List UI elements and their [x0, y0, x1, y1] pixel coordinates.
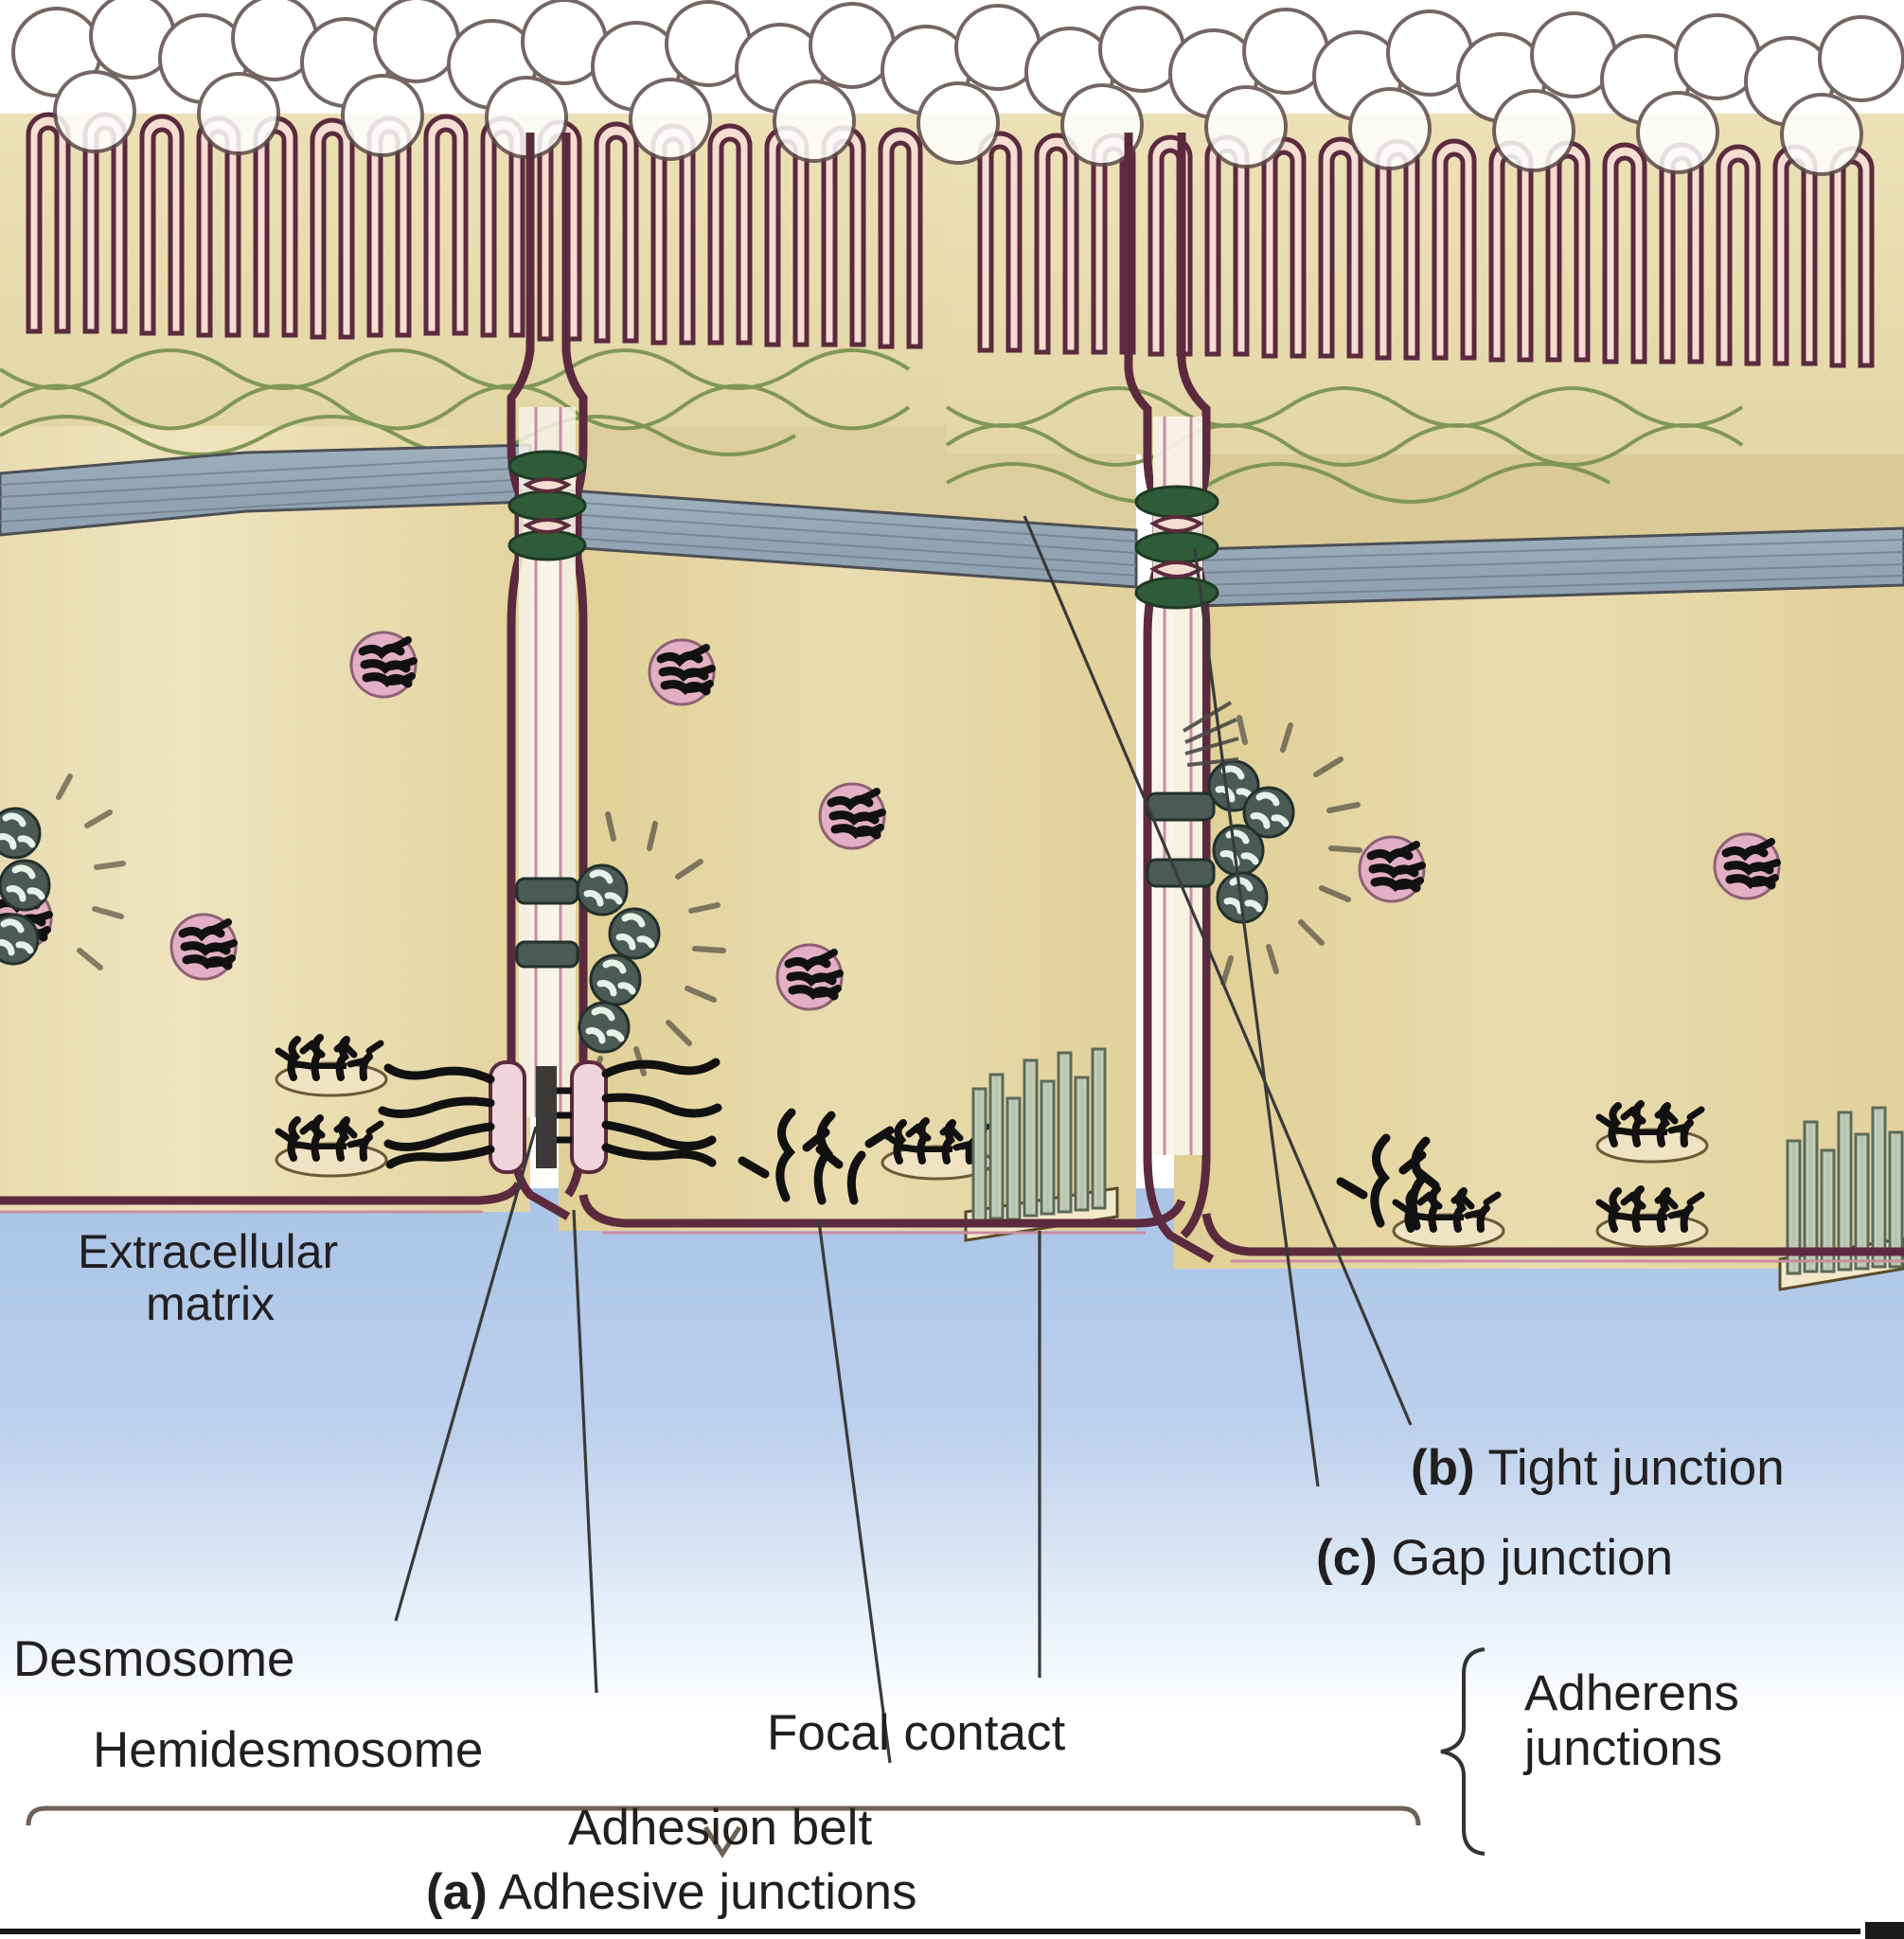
label-hemidesmosome: Hemidesmosome — [93, 1722, 484, 1778]
gap-junction-right — [1146, 701, 1362, 986]
extracellular-matrix-region — [0, 1188, 1904, 1718]
desmosome — [378, 1058, 722, 1174]
label-adherens-junctions-line1: Adherens — [1524, 1665, 1739, 1721]
label-adhesive-junctions: (a) Adhesive junctions — [426, 1863, 917, 1921]
label-tight-junction-text: Tight junction — [1487, 1440, 1785, 1496]
leader-desmosome — [394, 1126, 538, 1622]
label-adhesive-junctions-tag: (a) — [426, 1864, 488, 1920]
terminal-web — [0, 348, 1744, 504]
adhesive-junctions-bracket — [26, 1806, 1421, 1826]
adhesive-junctions-bracket-tick — [703, 1825, 742, 1859]
leader-hemidesmosome — [572, 1209, 598, 1694]
label-extracellular-matrix-line1: Extracellular — [78, 1225, 339, 1278]
leader-gap-junction — [1193, 548, 1320, 1487]
page-corner-mark — [1865, 1922, 1904, 1939]
label-adherens-junctions: Adherens junctions — [1524, 1665, 1739, 1777]
adherens-junctions-brace — [1440, 1647, 1486, 1856]
label-gap-junction-text: Gap junction — [1391, 1530, 1674, 1586]
leader-lines — [394, 515, 1413, 1764]
tight-junction-right — [1134, 485, 1219, 610]
cell-right-front-face — [1174, 587, 1904, 1269]
focal-contact-left — [964, 1047, 1119, 1242]
cell-left-body — [0, 407, 530, 1212]
microvilli-tips — [11, 0, 1904, 176]
label-tight-junction-tag: (b) — [1411, 1440, 1475, 1496]
leader-tight-junction — [1023, 515, 1413, 1426]
gap-junction-left-edge — [0, 774, 126, 970]
label-gap-junction: (c) Gap junction — [1316, 1529, 1673, 1587]
adhesion-belt-group — [0, 443, 1904, 608]
leader-adhesion-belt — [817, 1220, 892, 1764]
label-extracellular-matrix: Extracellular matrix — [78, 1226, 338, 1330]
label-tight-junction: (b) Tight junction — [1411, 1439, 1785, 1497]
label-gap-junction-tag: (c) — [1316, 1530, 1378, 1586]
label-adhesive-junctions-text: Adhesive junctions — [498, 1864, 917, 1920]
label-focal-contact: Focal contact — [767, 1705, 1066, 1761]
label-adherens-junctions-line2: junctions — [1524, 1720, 1723, 1777]
cell-middle-front-face — [559, 530, 1136, 1231]
label-desmosome: Desmosome — [13, 1631, 295, 1687]
gap-junction-left — [515, 811, 726, 1086]
label-extracellular-matrix-line2: matrix — [146, 1277, 276, 1330]
label-adhesion-belt: Adhesion belt — [568, 1800, 873, 1856]
cell-outlines — [0, 1181, 1904, 1256]
tight-junction-left — [507, 450, 587, 561]
basal-filament-tufts — [738, 1108, 1440, 1231]
